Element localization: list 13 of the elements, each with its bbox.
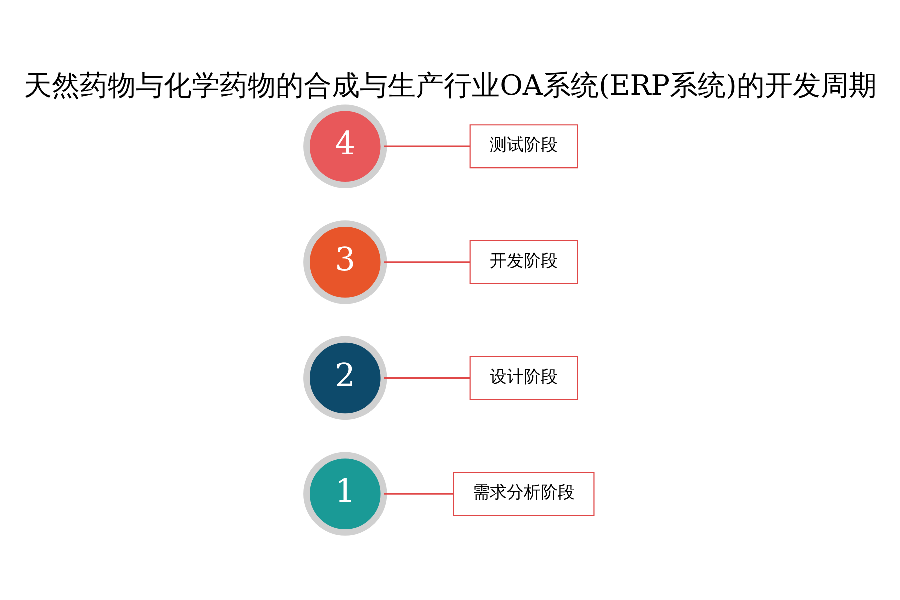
node-box: 需求分析阶段 xyxy=(452,472,594,516)
node-circle: 4 xyxy=(303,104,387,188)
connector xyxy=(384,145,470,147)
diagram-title: 天然药物与化学药物的合成与生产行业OA系统(ERP系统)的开发周期 xyxy=(24,68,876,102)
node-circle: 2 xyxy=(303,336,387,420)
node-box: 设计阶段 xyxy=(469,356,578,400)
connector xyxy=(384,492,453,494)
node-box: 开发阶段 xyxy=(469,240,578,284)
node-circle: 1 xyxy=(303,452,387,536)
node-circle: 3 xyxy=(303,220,387,304)
connector xyxy=(384,376,470,379)
node-box: 测试阶段 xyxy=(469,124,578,168)
connector xyxy=(384,261,470,263)
